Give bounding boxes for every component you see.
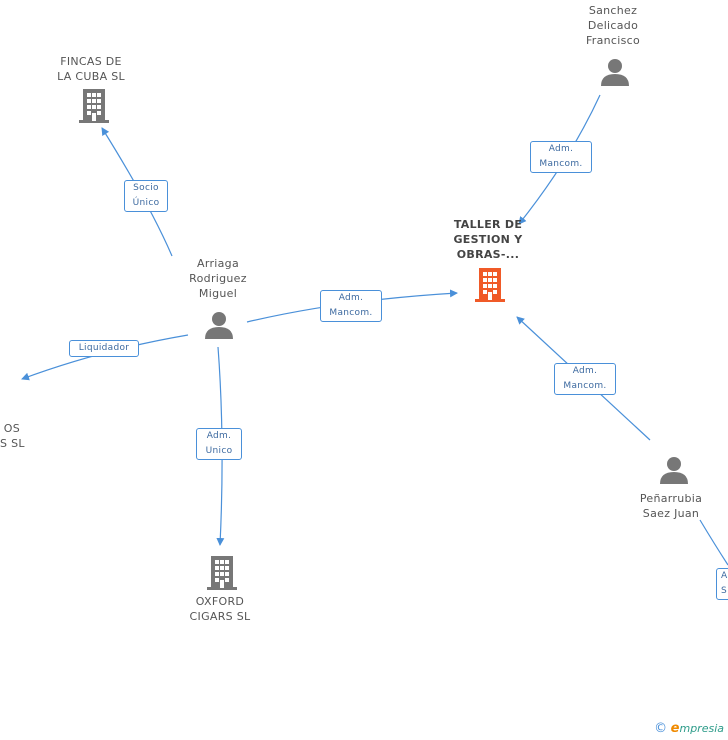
copyright-icon: © [654,721,668,736]
person-icon[interactable] [660,456,688,484]
building-icon[interactable] [207,556,237,590]
person-icon[interactable] [205,311,233,339]
edge-label-adm-mancom-penarrubia[interactable]: Adm.Mancom. [554,363,616,395]
edge-penarrubia-offscreen [699,519,728,566]
edge-label-adm-mancom-arriaga[interactable]: Adm.Mancom. [320,290,382,322]
person-icon[interactable] [601,58,629,86]
edge-label-adm-mancom-sanchez[interactable]: Adm.Mancom. [530,141,592,173]
edge-label-liquidador[interactable]: Liquidador [69,340,139,357]
building-icon-highlighted[interactable] [475,268,505,302]
building-icon[interactable] [79,89,109,123]
brand-logo[interactable]: © empresia [654,721,724,736]
edge-label-adm-unico[interactable]: Adm.Unico [196,428,242,460]
